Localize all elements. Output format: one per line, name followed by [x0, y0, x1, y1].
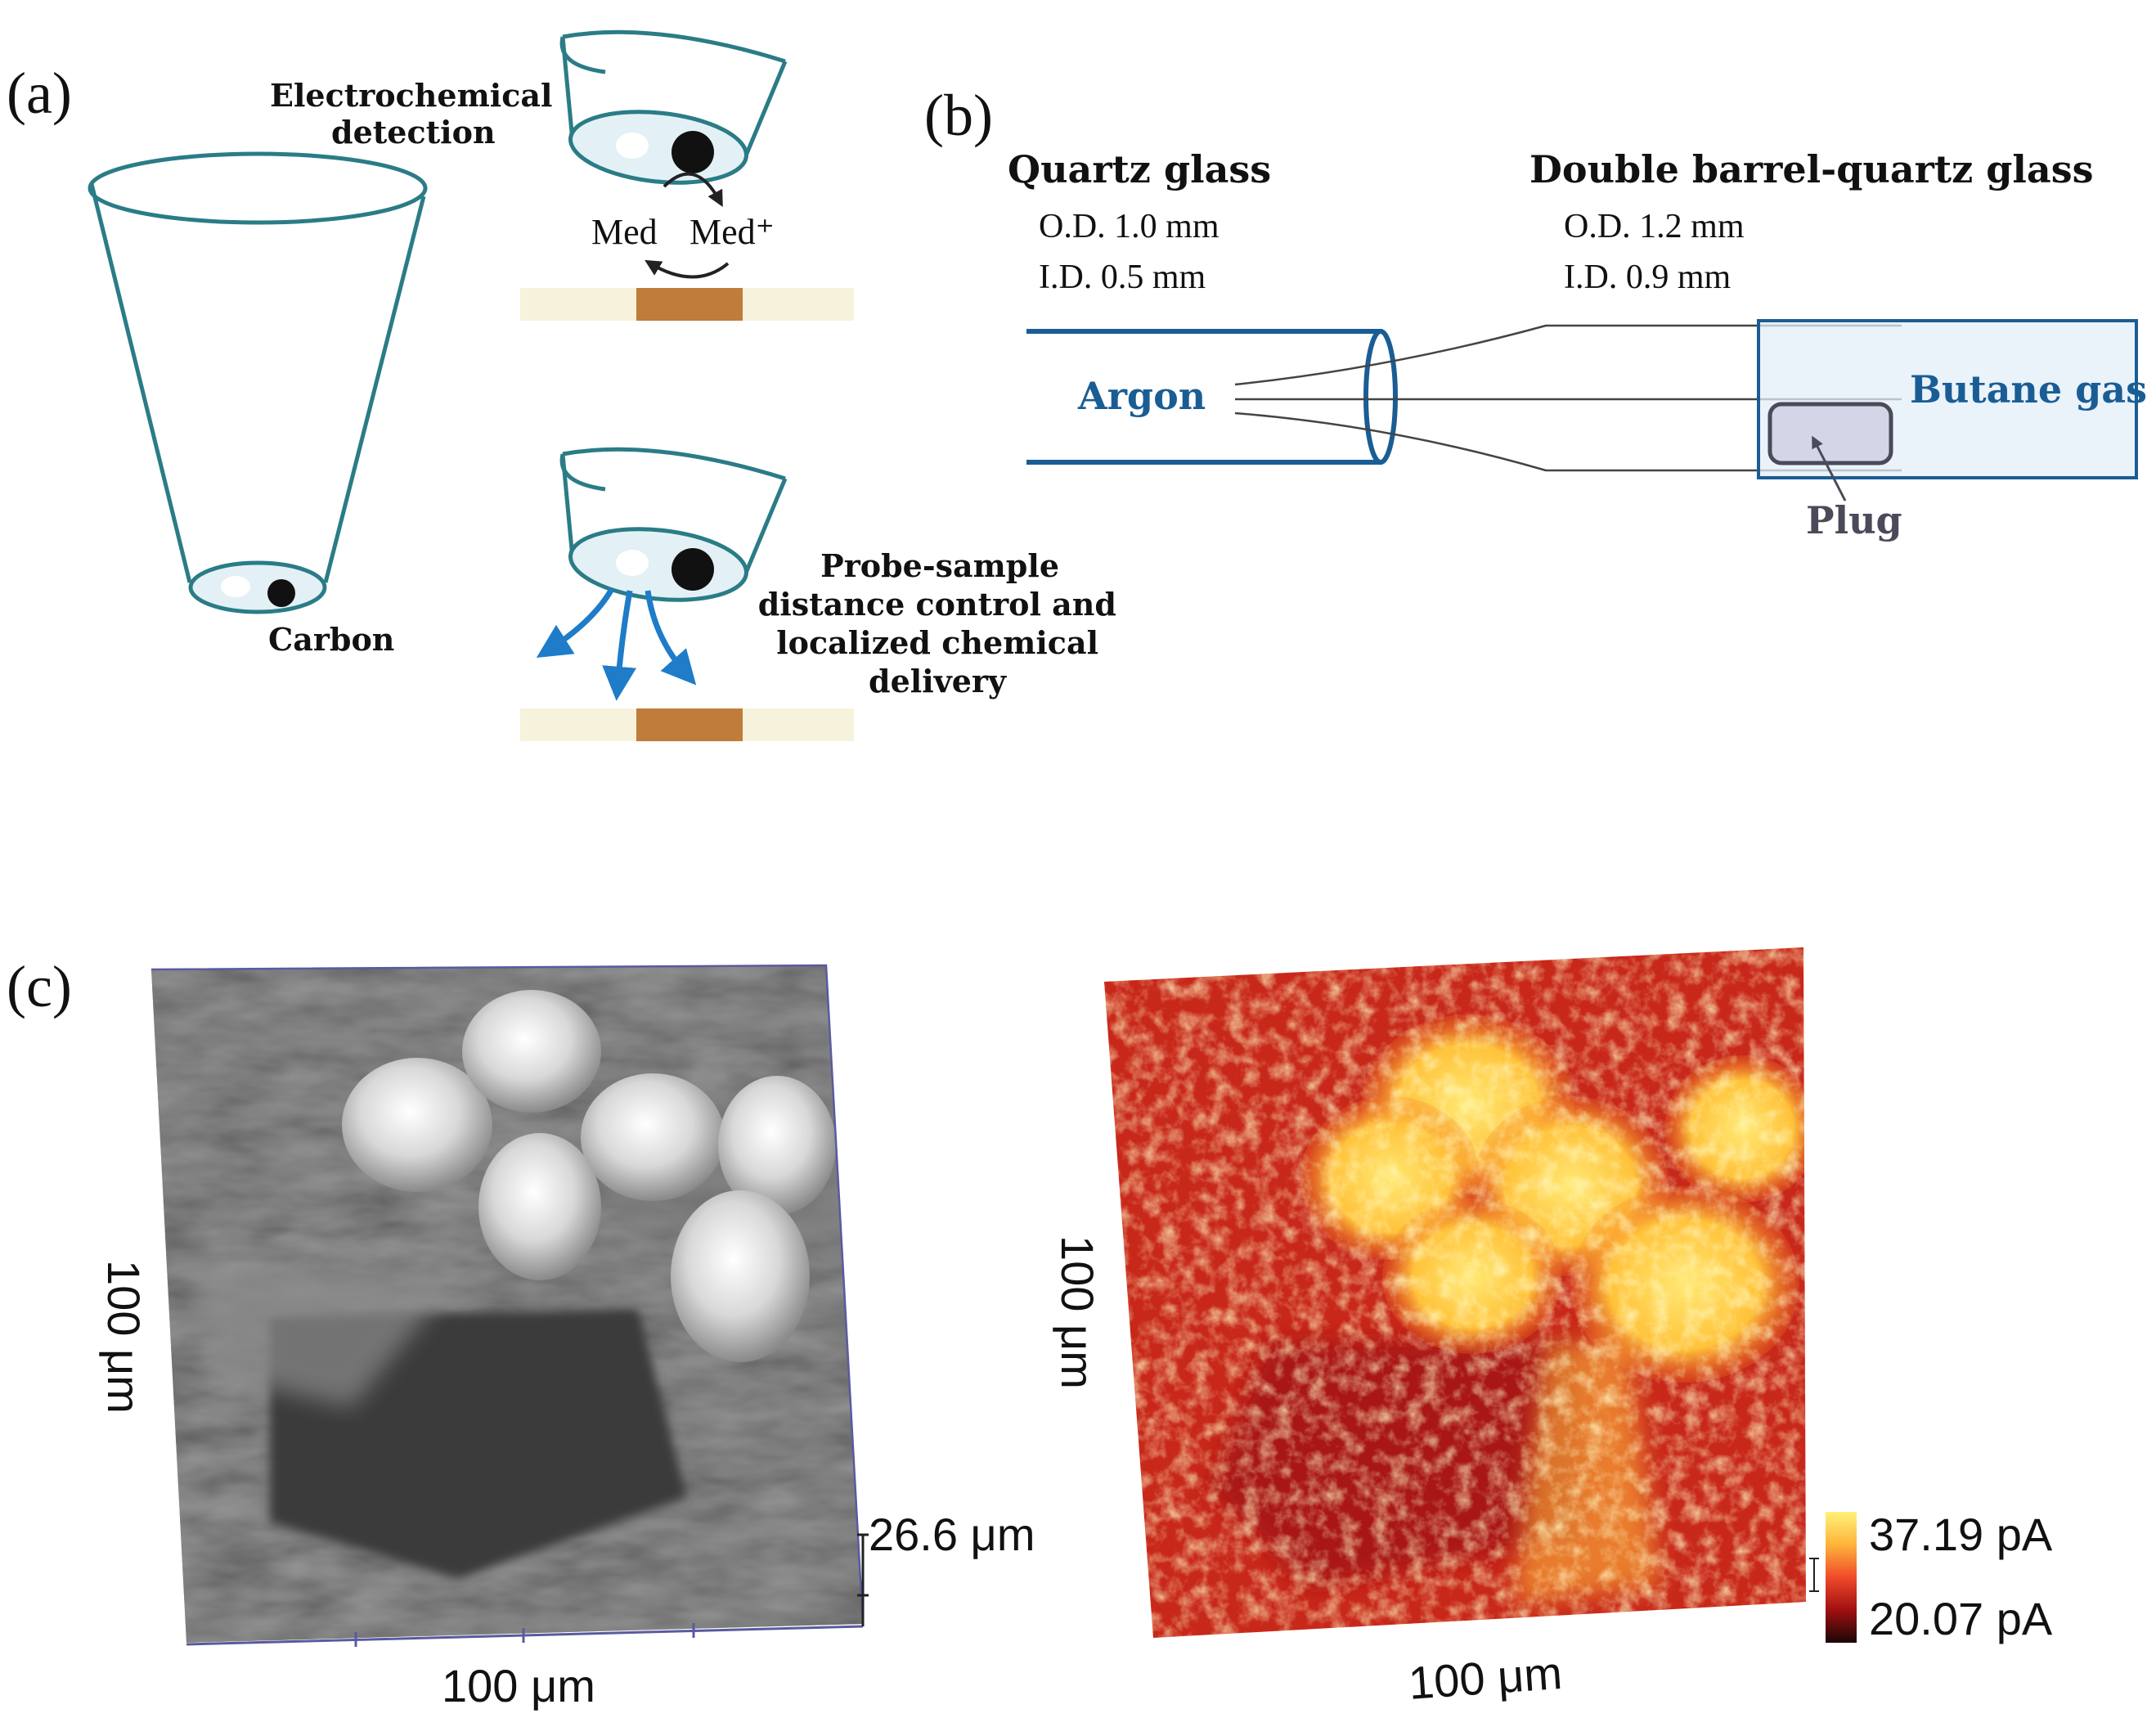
panel-b: (b) Quartz glass O.D. 1.0 mm I.D. 0.5 mm…	[924, 83, 2147, 542]
double-barrel-title: Double barrel-quartz glass	[1529, 147, 2093, 191]
left-z-axis-label: 26.6 μm	[869, 1509, 1035, 1560]
quartz-tube-diagram	[1026, 329, 1398, 465]
butane-gas-label: Butane gas	[1910, 367, 2147, 412]
med-plus-label: Med⁺	[689, 212, 775, 252]
butane-chamber	[1757, 319, 2138, 501]
delivery-label: delivery	[869, 663, 1007, 699]
distance-control-label: distance control and	[758, 586, 1116, 623]
current-colorbar	[1809, 1512, 1857, 1643]
carbon-label: Carbon	[268, 621, 394, 658]
right-x-axis-label: 100 μm	[1407, 1647, 1564, 1709]
detection-pipette-diagram	[559, 29, 788, 279]
quartz-id-label: I.D. 0.5 mm	[1039, 259, 1206, 296]
quartz-glass-title: Quartz glass	[1008, 147, 1271, 191]
right-y-axis-label: 100 μm	[1052, 1235, 1103, 1389]
double-od-label: O.D. 1.2 mm	[1564, 208, 1745, 245]
panel-a: (a) Carbon Electrochemical detection Med…	[7, 29, 1116, 741]
delivery-pipette-diagram	[536, 447, 788, 701]
large-pipette-diagram	[88, 151, 428, 614]
panel-b-label: (b)	[924, 83, 993, 148]
detection-label: detection	[331, 114, 496, 151]
plug-label: Plug	[1806, 498, 1902, 542]
panel-c: (c)	[7, 947, 2053, 1711]
colorbar-min-label: 20.07 pA	[1869, 1593, 2053, 1644]
current-map-image	[1104, 947, 1806, 1638]
med-label: Med	[591, 212, 658, 252]
electrochemical-label: Electrochemical	[270, 77, 552, 114]
panel-c-label: (c)	[7, 954, 72, 1019]
substrate-top	[520, 288, 854, 321]
localized-chemical-label: localized chemical	[776, 624, 1098, 661]
topography-image	[150, 964, 869, 1647]
double-id-label: I.D. 0.9 mm	[1564, 259, 1731, 296]
panel-a-label: (a)	[7, 61, 72, 126]
left-x-axis-label: 100 μm	[442, 1660, 595, 1711]
probe-sample-label: Probe-sample	[820, 547, 1059, 584]
quartz-od-label: O.D. 1.0 mm	[1039, 208, 1219, 245]
colorbar-max-label: 37.19 pA	[1869, 1509, 2053, 1560]
left-y-axis-label: 100 μm	[98, 1260, 150, 1414]
substrate-bottom	[520, 708, 854, 741]
argon-label: Argon	[1077, 374, 1206, 418]
